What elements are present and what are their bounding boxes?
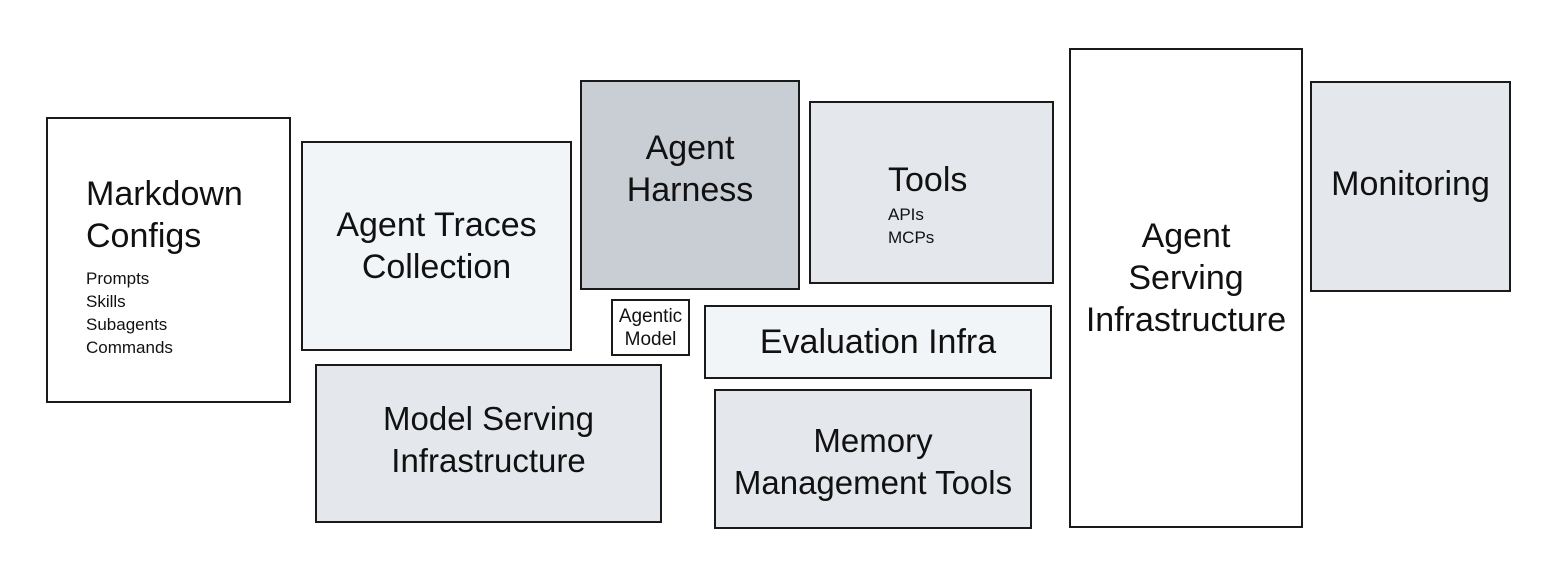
monitoring-box: Monitoring [1310,81,1511,292]
tools-item-mcps: MCPs [888,228,935,247]
model-serving-title-line-2: Infrastructure [391,441,586,479]
agentic-model-title-line-2: Model [624,328,677,350]
monitoring-title: Monitoring [1331,165,1490,203]
markdown-configs-items: Prompts Skills Subagents Commands [86,267,173,359]
markdown-configs-item-commands: Commands [86,338,173,357]
agent-traces-title: Agent Traces Collection [336,204,536,288]
agentic-model-title: Agentic Model [619,305,682,351]
markdown-configs-item-subagents: Subagents [86,315,168,334]
tools-box: Tools APIs MCPs [809,101,1054,284]
agent-harness-box: Agent Harness [580,80,800,290]
evaluation-infra-box: Evaluation Infra [704,305,1052,379]
markdown-configs-box: Markdown Configs Prompts Skills Subagent… [46,117,291,403]
agent-serving-infrastructure-box: Agent Serving Infrastructure [1069,48,1303,528]
agent-harness-title: Agent Harness [627,127,754,211]
tools-item-apis: APIs [888,205,924,224]
agent-harness-title-line-2: Harness [626,171,754,209]
agentic-model-title-line-1: Agentic [618,305,683,327]
tools-title: Tools [888,161,968,199]
agent-serving-title-line-2: Serving [1128,259,1244,297]
agent-harness-title-line-1: Agent [645,129,735,167]
evaluation-infra-title: Evaluation Infra [759,323,997,361]
memory-management-title-line-1: Memory [813,422,933,459]
markdown-configs-title-line-2: Configs [86,217,202,255]
tools-items: APIs MCPs [888,203,934,249]
markdown-configs-title: Markdown Configs [86,173,243,257]
model-serving-title-line-1: Model Serving [383,399,594,437]
memory-management-title-line-2: Management Tools [733,464,1013,501]
markdown-configs-item-prompts: Prompts [86,269,150,288]
agent-serving-title: Agent Serving Infrastructure [1086,215,1286,341]
agent-serving-title-line-1: Agent [1141,217,1231,255]
memory-management-tools-box: Memory Management Tools [714,389,1032,529]
agent-traces-title-line-1: Agent Traces [336,206,537,244]
model-serving-title: Model Serving Infrastructure [383,398,594,482]
agent-traces-title-line-2: Collection [361,248,512,286]
memory-management-title: Memory Management Tools [734,420,1012,504]
agent-serving-title-line-3: Infrastructure [1085,301,1287,339]
agentic-model-box: Agentic Model [611,299,690,356]
agent-traces-collection-box: Agent Traces Collection [301,141,572,351]
markdown-configs-title-line-1: Markdown [86,175,243,213]
markdown-configs-item-skills: Skills [86,292,126,311]
model-serving-infrastructure-box: Model Serving Infrastructure [315,364,662,523]
